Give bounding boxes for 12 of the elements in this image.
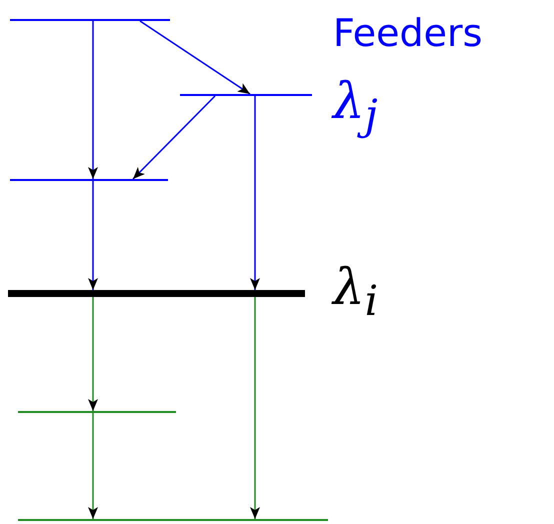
level-symbol: λ$_{j}$ <box>333 76 378 136</box>
arrow <box>250 297 260 519</box>
level-symbol: λ$_{i}$ <box>333 262 378 322</box>
energy-level <box>8 290 305 297</box>
group-label: Feeders <box>333 14 482 52</box>
arrow <box>88 413 98 519</box>
arrow <box>132 95 216 180</box>
arrow <box>140 20 250 95</box>
arrow <box>250 96 260 290</box>
arrow <box>88 181 98 290</box>
arrow <box>88 21 98 179</box>
arrow <box>88 297 98 411</box>
